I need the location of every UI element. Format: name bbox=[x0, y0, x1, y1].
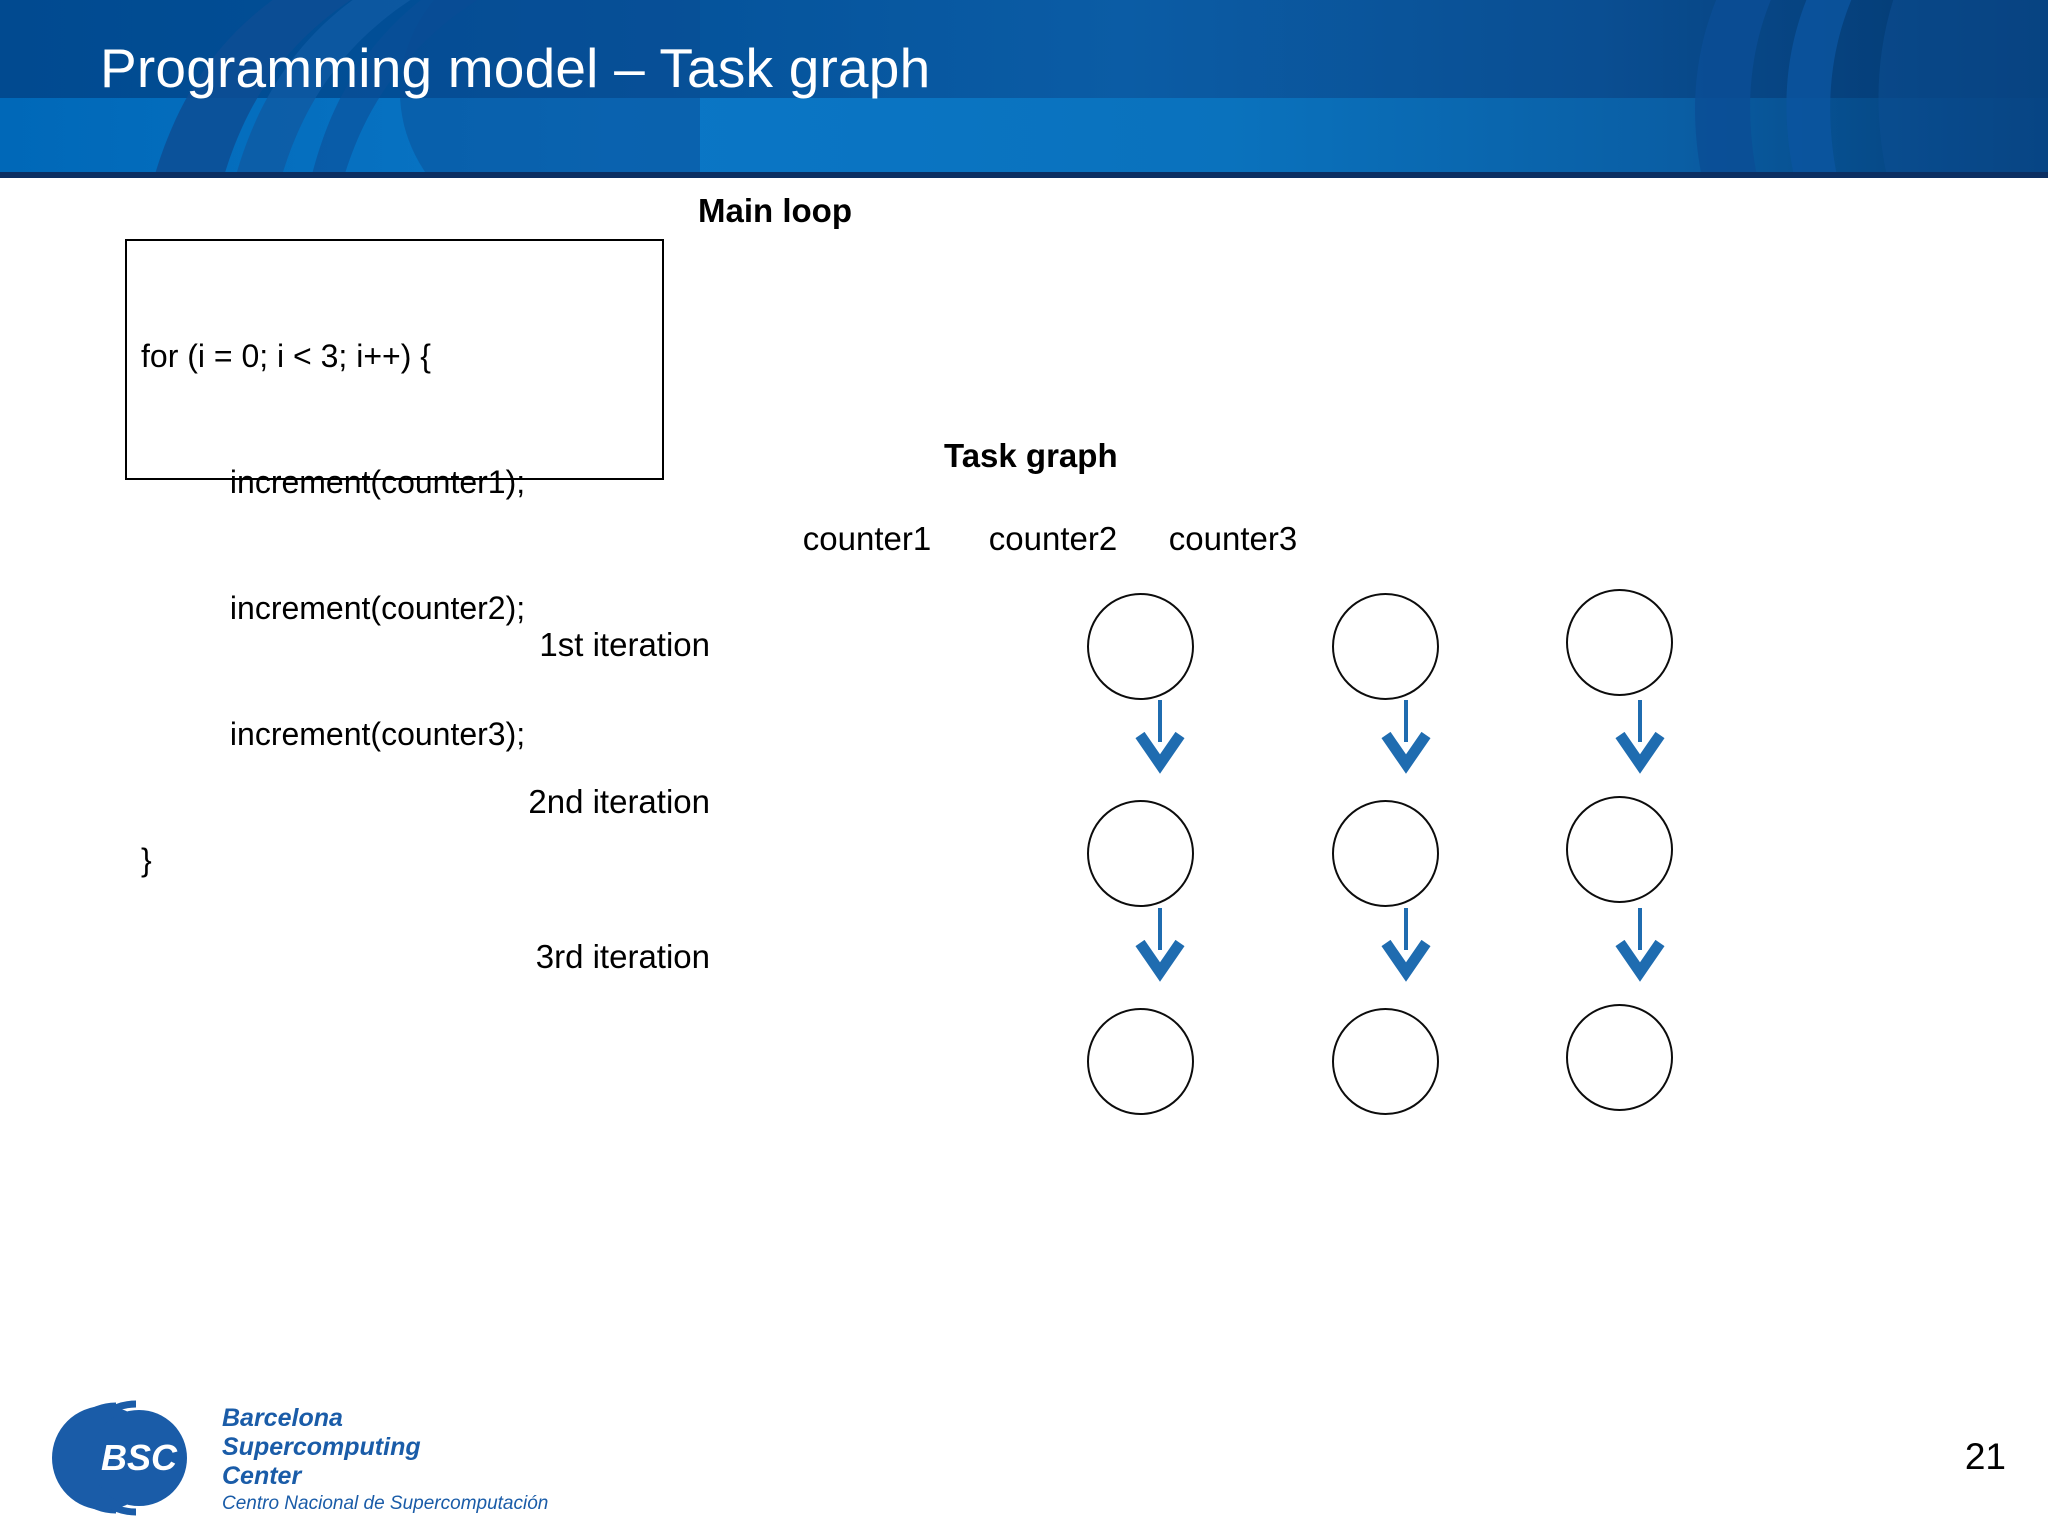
banner-bottom-band bbox=[0, 98, 2048, 178]
bsc-logo-acronym: BSC bbox=[101, 1437, 178, 1478]
task-graph-row-label-2nd-iteration: 2nd iteration bbox=[528, 783, 710, 820]
task-graph-heading: Task graph bbox=[944, 437, 1118, 474]
task-graph-row-label-1st-iteration: 1st iteration bbox=[539, 626, 710, 663]
task-node[interactable] bbox=[1566, 1004, 1673, 1111]
task-graph-edge bbox=[1615, 700, 1665, 774]
task-graph-edge bbox=[1381, 908, 1431, 982]
code-line: increment(counter1); bbox=[141, 464, 526, 500]
code-line: increment(counter2); bbox=[141, 590, 526, 626]
task-graph-edge bbox=[1135, 700, 1185, 774]
main-loop-heading: Main loop bbox=[698, 192, 852, 229]
task-graph-column-label-counter1: counter1 bbox=[802, 520, 932, 557]
task-node[interactable] bbox=[1087, 1008, 1194, 1115]
banner-bottom-rule bbox=[0, 172, 2048, 178]
task-graph-column-label-counter2: counter2 bbox=[988, 520, 1118, 557]
bsc-logo-line: Barcelona bbox=[222, 1404, 343, 1432]
code-line: } bbox=[141, 842, 152, 878]
task-graph-edge bbox=[1135, 908, 1185, 982]
bsc-logo-subtitle: Centro Nacional de Supercomputación bbox=[222, 1493, 549, 1514]
bsc-logo: BSC Barcelona Supercomputing Center Cent… bbox=[44, 1398, 548, 1518]
slide-header-banner: Programming model – Task graph bbox=[0, 0, 2048, 178]
page-title: Programming model – Task graph bbox=[100, 37, 931, 99]
task-graph-edge bbox=[1381, 700, 1431, 774]
code-snippet-lines: for (i = 0; i < 3; i++) { increment(coun… bbox=[141, 251, 525, 965]
task-node[interactable] bbox=[1566, 589, 1673, 696]
page-number: 21 bbox=[1964, 1436, 2006, 1477]
code-snippet-box: for (i = 0; i < 3; i++) { increment(coun… bbox=[125, 239, 664, 878]
bsc-logo-line: Center bbox=[222, 1462, 302, 1490]
code-line: increment(counter3); bbox=[141, 716, 526, 752]
task-node[interactable] bbox=[1566, 796, 1673, 903]
bsc-logo-mark-icon: BSC bbox=[52, 1400, 187, 1516]
task-node[interactable] bbox=[1087, 593, 1194, 700]
task-graph-edge bbox=[1615, 908, 1665, 982]
task-node[interactable] bbox=[1332, 593, 1439, 700]
task-node[interactable] bbox=[1087, 800, 1194, 907]
bsc-logo-wordmark: Barcelona Supercomputing Center bbox=[222, 1404, 421, 1491]
task-graph-row-label-3rd-iteration: 3rd iteration bbox=[535, 938, 710, 975]
bsc-logo-line: Supercomputing bbox=[222, 1433, 421, 1461]
task-node[interactable] bbox=[1332, 1008, 1439, 1115]
code-line: for (i = 0; i < 3; i++) { bbox=[141, 338, 431, 374]
task-graph-column-label-counter3: counter3 bbox=[1168, 520, 1298, 557]
task-node[interactable] bbox=[1332, 800, 1439, 907]
